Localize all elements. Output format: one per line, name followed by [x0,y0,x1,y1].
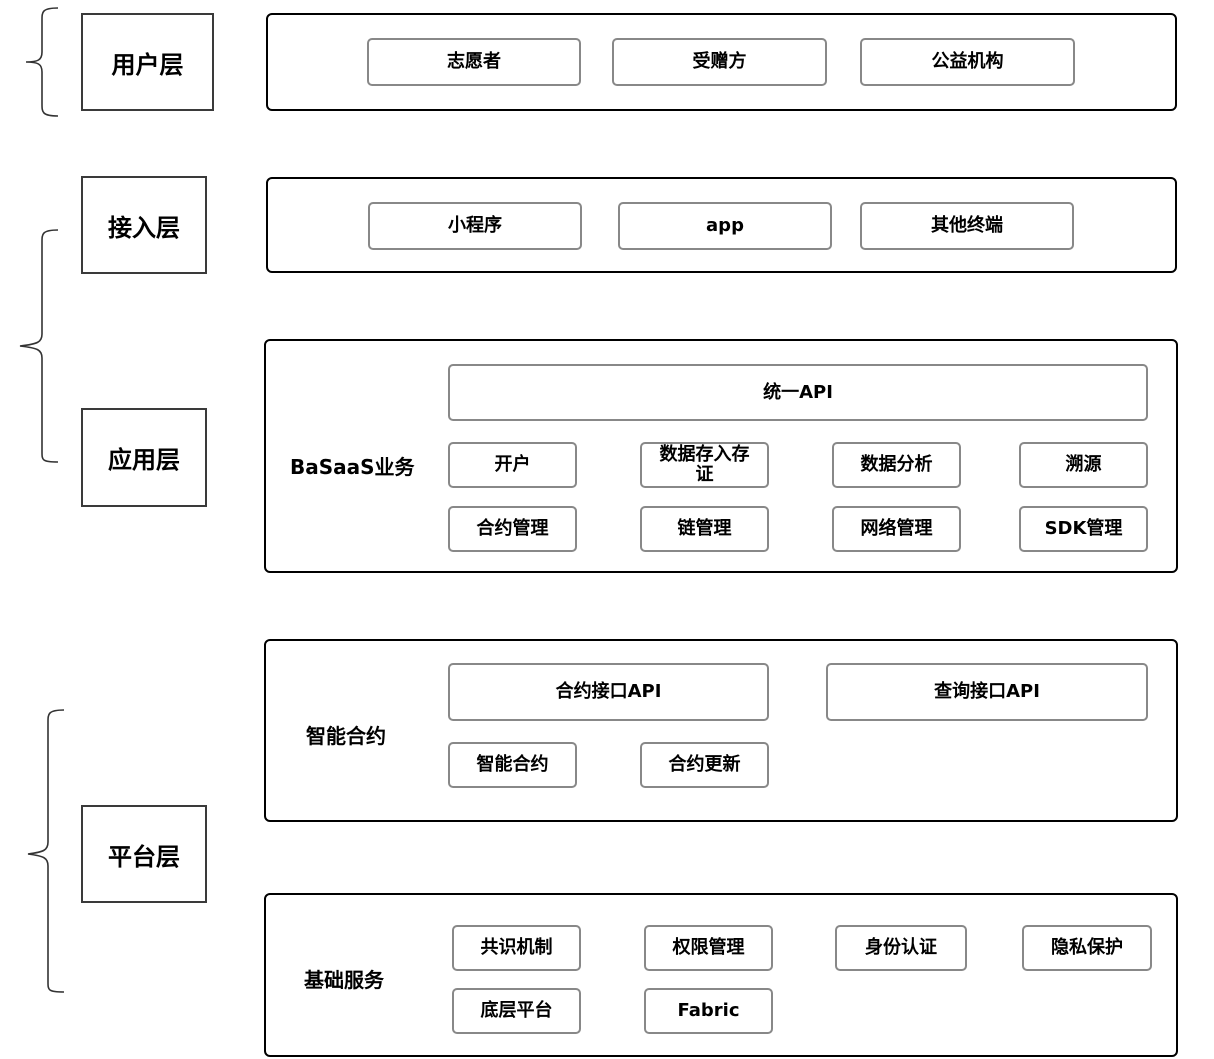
contract-item: 合约更新 [640,742,769,788]
contract-item: 智能合约 [448,742,577,788]
base-services-panel [264,893,1178,1057]
layer-label-user: 用户层 [81,13,214,111]
app-service-item: 溯源 [1019,442,1148,488]
app-service-item: SDK管理 [1019,506,1148,552]
base-services-title: 基础服务 [304,968,384,992]
base-service-item: 身份认证 [835,925,967,971]
bracket-user [25,7,59,117]
access-item: app [618,202,832,250]
app-service-item: 数据存入存证 [640,442,769,488]
base-service-item: 隐私保护 [1022,925,1152,971]
bracket-access-application [19,229,59,463]
layer-label-platform: 平台层 [81,805,207,903]
smart-contract-title: 智能合约 [306,724,386,748]
base-service-item: 权限管理 [644,925,773,971]
app-service-item: 数据分析 [832,442,961,488]
unified-api-box: 统一API [448,364,1148,421]
user-item: 受赠方 [612,38,827,86]
base-service-item: 共识机制 [452,925,581,971]
access-item: 小程序 [368,202,582,250]
app-service-item: 链管理 [640,506,769,552]
layer-label-access: 接入层 [81,176,207,274]
user-item: 志愿者 [367,38,581,86]
app-service-item: 开户 [448,442,577,488]
base-service-item: Fabric [644,988,773,1034]
bracket-platform [27,709,65,993]
access-item: 其他终端 [860,202,1074,250]
app-service-item: 网络管理 [832,506,961,552]
user-item: 公益机构 [860,38,1075,86]
base-service-item: 底层平台 [452,988,581,1034]
contract-api-box: 合约接口API [448,663,769,721]
app-service-item: 合约管理 [448,506,577,552]
layer-label-application: 应用层 [81,408,207,507]
basaas-title: BaSaaS业务 [290,455,415,479]
query-api-box: 查询接口API [826,663,1148,721]
